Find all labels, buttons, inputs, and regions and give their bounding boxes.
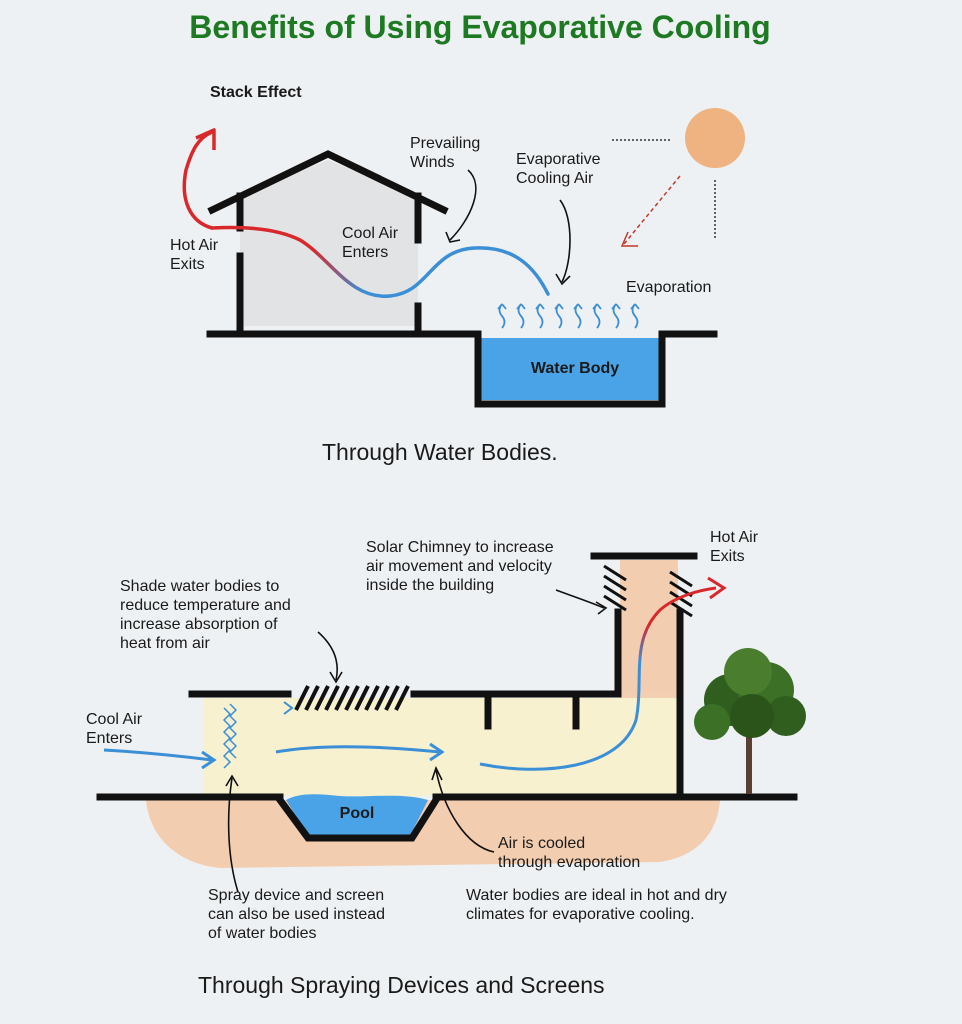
spray-note-label: Spray device and screen can also be used… (208, 887, 389, 942)
cool-air-enter-arrowhead (201, 750, 217, 770)
shade-pointer-head (329, 671, 343, 684)
small-entry-arrowhead (283, 701, 294, 715)
air-cooled-pointer (435, 769, 495, 853)
top-caption: Through Water Bodies. (322, 439, 558, 465)
sun-icon (685, 108, 745, 168)
evaporative-cooling-air-label: Evaporative Cooling Air (516, 151, 605, 187)
bottom-diagram: Pool (86, 529, 806, 998)
airflow-curve (210, 225, 550, 298)
shade-pointer (317, 631, 338, 681)
cool-air-enters-label: Cool Air Enters (342, 225, 402, 261)
page-title: Benefits of Using Evaporative Cooling (189, 9, 770, 45)
house-interior (240, 160, 418, 326)
water-body (481, 338, 659, 400)
top-diagram: Water Body Stack Effect Preva (170, 84, 745, 465)
spray-pointer-head (225, 774, 239, 787)
cooling-air-pointer-head (555, 273, 571, 286)
shade-louvers (294, 685, 410, 711)
interior-airflow-arrowhead (429, 742, 445, 762)
chimney-updraft-arrowhead (707, 576, 727, 600)
prevailing-winds-pointer (449, 169, 477, 241)
hot-air-exits-label: Hot Air Exits (170, 237, 222, 273)
pool-basin (275, 795, 441, 842)
pool-water (286, 794, 428, 836)
cooling-air-pointer (559, 199, 571, 283)
stack-effect-arrow (182, 130, 214, 230)
interior-airflow-arrow (275, 745, 441, 754)
solar-chimney-pointer (555, 589, 605, 609)
water-body-label: Water Body (531, 360, 619, 377)
chimney-interior-lower (600, 698, 678, 796)
prevailing-winds-label: Prevailing Winds (410, 135, 485, 171)
chimney-updraft-arrow (479, 586, 717, 771)
bottom-caption: Through Spraying Devices and Screens (198, 972, 605, 998)
cool-air-enter-arrow (103, 748, 213, 762)
solar-chimney-label: Solar Chimney to increase air movement a… (366, 539, 558, 594)
prevailing-winds-pointer-head (445, 231, 461, 243)
solar-chimney-pointer-head (595, 601, 608, 615)
house-roof (207, 150, 449, 215)
pool-label: Pool (340, 805, 375, 822)
sun-ray-head (620, 231, 638, 247)
evaporation-arrows (497, 303, 640, 329)
spray-pointer (227, 777, 239, 893)
air-cooled-pointer-head (431, 765, 443, 781)
cool-air-enters-label-bottom: Cool Air Enters (86, 711, 146, 747)
chimney-louvers-left (603, 564, 627, 612)
evaporation-label: Evaporation (626, 279, 711, 296)
tree-icon (694, 648, 806, 794)
water-note-label: Water bodies are ideal in hot and dry cl… (466, 887, 731, 923)
stack-effect-arrowhead (195, 128, 216, 150)
air-cooled-label: Air is cooled through evaporation (498, 835, 640, 871)
water-basin (474, 330, 666, 408)
sun-ray-diagonal (623, 175, 681, 245)
building-interior (204, 698, 634, 796)
hot-air-exits-label-bottom: Hot Air Exits (710, 529, 762, 565)
stack-effect-label: Stack Effect (210, 84, 302, 101)
spray-screen (222, 703, 238, 769)
shade-note-label: Shade water bodies to reduce temperature… (120, 578, 295, 652)
